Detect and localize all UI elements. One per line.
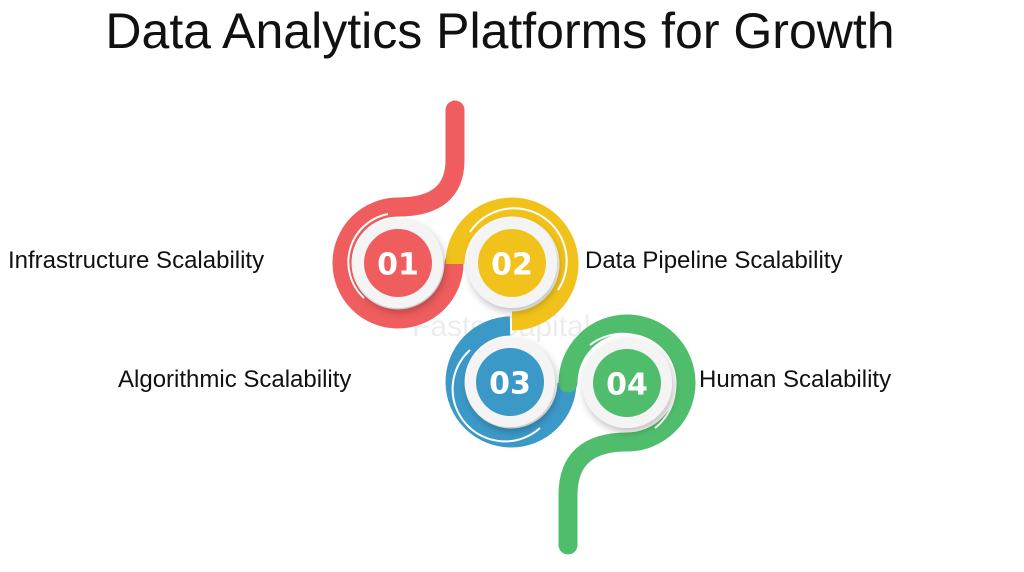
step-03-band: [445, 316, 577, 448]
step-04-label: Human Scalability: [699, 366, 892, 393]
step-02-label: Data Pipeline Scalability: [585, 247, 843, 274]
step-02-accent-line: [469, 207, 568, 291]
step-04-band: [558, 314, 696, 555]
step-03-label: Algorithmic Scalability: [118, 366, 352, 393]
step-03-number: 03: [489, 367, 531, 402]
step-01-number: 01: [377, 248, 419, 283]
step-01-badge: 01: [353, 218, 443, 308]
step-02-badge: 02: [467, 218, 557, 308]
step-04-number: 04: [606, 368, 648, 403]
page-title: Data Analytics Platforms for Growth: [105, 3, 895, 59]
step-02-number: 02: [491, 248, 533, 283]
step-03-accent-line: [451, 349, 541, 443]
step-01-band: [332, 100, 465, 329]
step-04-badge: 04: [582, 338, 672, 428]
step-01-accent-line: [347, 213, 389, 299]
step-01-label: Infrastructure Scalability: [8, 247, 265, 274]
step-04-accent-line: [589, 332, 677, 429]
step-03-badge: 03: [465, 337, 555, 427]
